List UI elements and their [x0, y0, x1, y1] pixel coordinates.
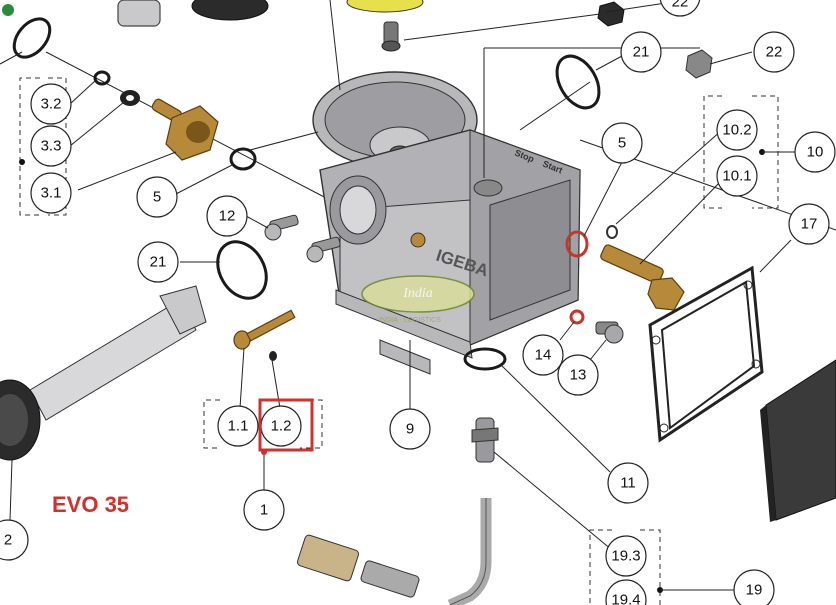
- top-fitting: [117, 0, 161, 27]
- screw-12a: [264, 214, 299, 241]
- nut-22-top: [597, 1, 625, 27]
- callout-11: 11: [607, 462, 649, 504]
- filter-sleeve: [296, 534, 360, 582]
- small-washer: [606, 225, 618, 239]
- svg-text:1.2: 1.2: [271, 418, 292, 435]
- callout-1: 1: [243, 489, 285, 531]
- svg-text:India: India: [402, 286, 433, 301]
- screw-12b: [306, 236, 341, 263]
- svg-text:13: 13: [570, 367, 587, 384]
- callout-1-2: 1.2: [260, 405, 302, 447]
- svg-text:19.3: 19.3: [611, 548, 640, 565]
- svg-text:3.2: 3.2: [41, 96, 62, 113]
- oring-top-left: [12, 17, 52, 59]
- callout-22: 22: [753, 31, 795, 73]
- callout-10-1: 10.1: [716, 155, 758, 197]
- red-oring-5: [565, 230, 589, 258]
- callout-19-3: 19.3: [605, 535, 647, 577]
- svg-text:19: 19: [746, 582, 763, 599]
- oring-11: [463, 347, 507, 371]
- callout-1-1: 1.1: [217, 405, 259, 447]
- callout-19-4: 19.4: [605, 579, 647, 605]
- callout-10: 10: [794, 131, 836, 173]
- brass-fitting-3-1: [151, 98, 219, 161]
- svg-text:3.3: 3.3: [41, 138, 62, 155]
- svg-text:10.2: 10.2: [722, 122, 751, 139]
- highlight-box-1-2: [258, 398, 314, 452]
- brass-bolt-10: [600, 244, 685, 311]
- svg-text:10.1: 10.1: [722, 168, 751, 185]
- model-label: EVO 35: [52, 492, 130, 517]
- callout-3-2: 3.2: [30, 83, 72, 125]
- svg-text:19.4: 19.4: [611, 592, 640, 605]
- svg-text:12: 12: [219, 208, 236, 225]
- svg-text:3.1: 3.1: [41, 185, 62, 202]
- group-bracket-3: [19, 77, 40, 216]
- top-dark-part: [191, 0, 269, 21]
- svg-text:21: 21: [633, 44, 650, 61]
- washer-3-2: [93, 70, 111, 86]
- green-dot: [2, 4, 14, 16]
- main-housing: [312, 71, 581, 375]
- callout-3-3: 3.3: [30, 125, 72, 167]
- callout-9: 9: [389, 408, 431, 450]
- nut-22: [685, 49, 713, 79]
- callout-2: 2: [0, 519, 29, 561]
- callout-14: 14: [522, 334, 564, 376]
- svg-text:9: 9: [406, 421, 414, 438]
- top-yellow-part: [346, 0, 424, 13]
- svg-text:INDIA - LOGISTICS: INDIA - LOGISTICS: [379, 317, 441, 324]
- callout-21-top: 21: [620, 31, 662, 73]
- callout-5-left: 5: [136, 176, 178, 218]
- callout-19: 19: [733, 569, 775, 605]
- svg-text:14: 14: [535, 347, 552, 364]
- callout-13: 13: [557, 354, 599, 396]
- svg-text:17: 17: [801, 216, 818, 233]
- callout-12: 12: [206, 195, 248, 237]
- svg-text:1.1: 1.1: [228, 418, 249, 435]
- group-bracket-19: [589, 529, 612, 605]
- callout-17: 17: [788, 203, 830, 245]
- svg-text:1: 1: [260, 502, 268, 519]
- svg-text:5: 5: [153, 189, 161, 206]
- callout-10-2: 10.2: [716, 109, 758, 151]
- callout-21: 21: [137, 241, 179, 283]
- cover-plate: [765, 359, 836, 521]
- svg-text:5: 5: [618, 135, 626, 152]
- svg-text:22: 22: [672, 0, 689, 11]
- callout-22-top: 22: [659, 0, 701, 17]
- svg-text:21: 21: [150, 254, 167, 271]
- group-bracket-1: [203, 399, 220, 449]
- watermark-logo: India INDIA - LOGISTICS: [361, 275, 475, 324]
- svg-text:10: 10: [807, 144, 824, 161]
- lance-tube: [0, 285, 207, 461]
- svg-text:2: 2: [4, 532, 12, 549]
- screw-13: [595, 321, 624, 344]
- fitting-19-3: [471, 417, 499, 463]
- oring-21: [216, 240, 268, 300]
- svg-text:11: 11: [620, 475, 636, 492]
- callout-3-1: 3.1: [30, 172, 72, 214]
- callout-5-right: 5: [601, 122, 643, 164]
- red-washer-14: [569, 309, 585, 325]
- gasket-17: [648, 265, 764, 443]
- oring-21-top: [555, 54, 601, 110]
- oring-5-left: [229, 147, 257, 171]
- needle-valve-1: [233, 309, 296, 361]
- svg-text:22: 22: [766, 44, 783, 61]
- filter-mesh: [360, 560, 420, 598]
- group-bracket-10: [703, 95, 722, 209]
